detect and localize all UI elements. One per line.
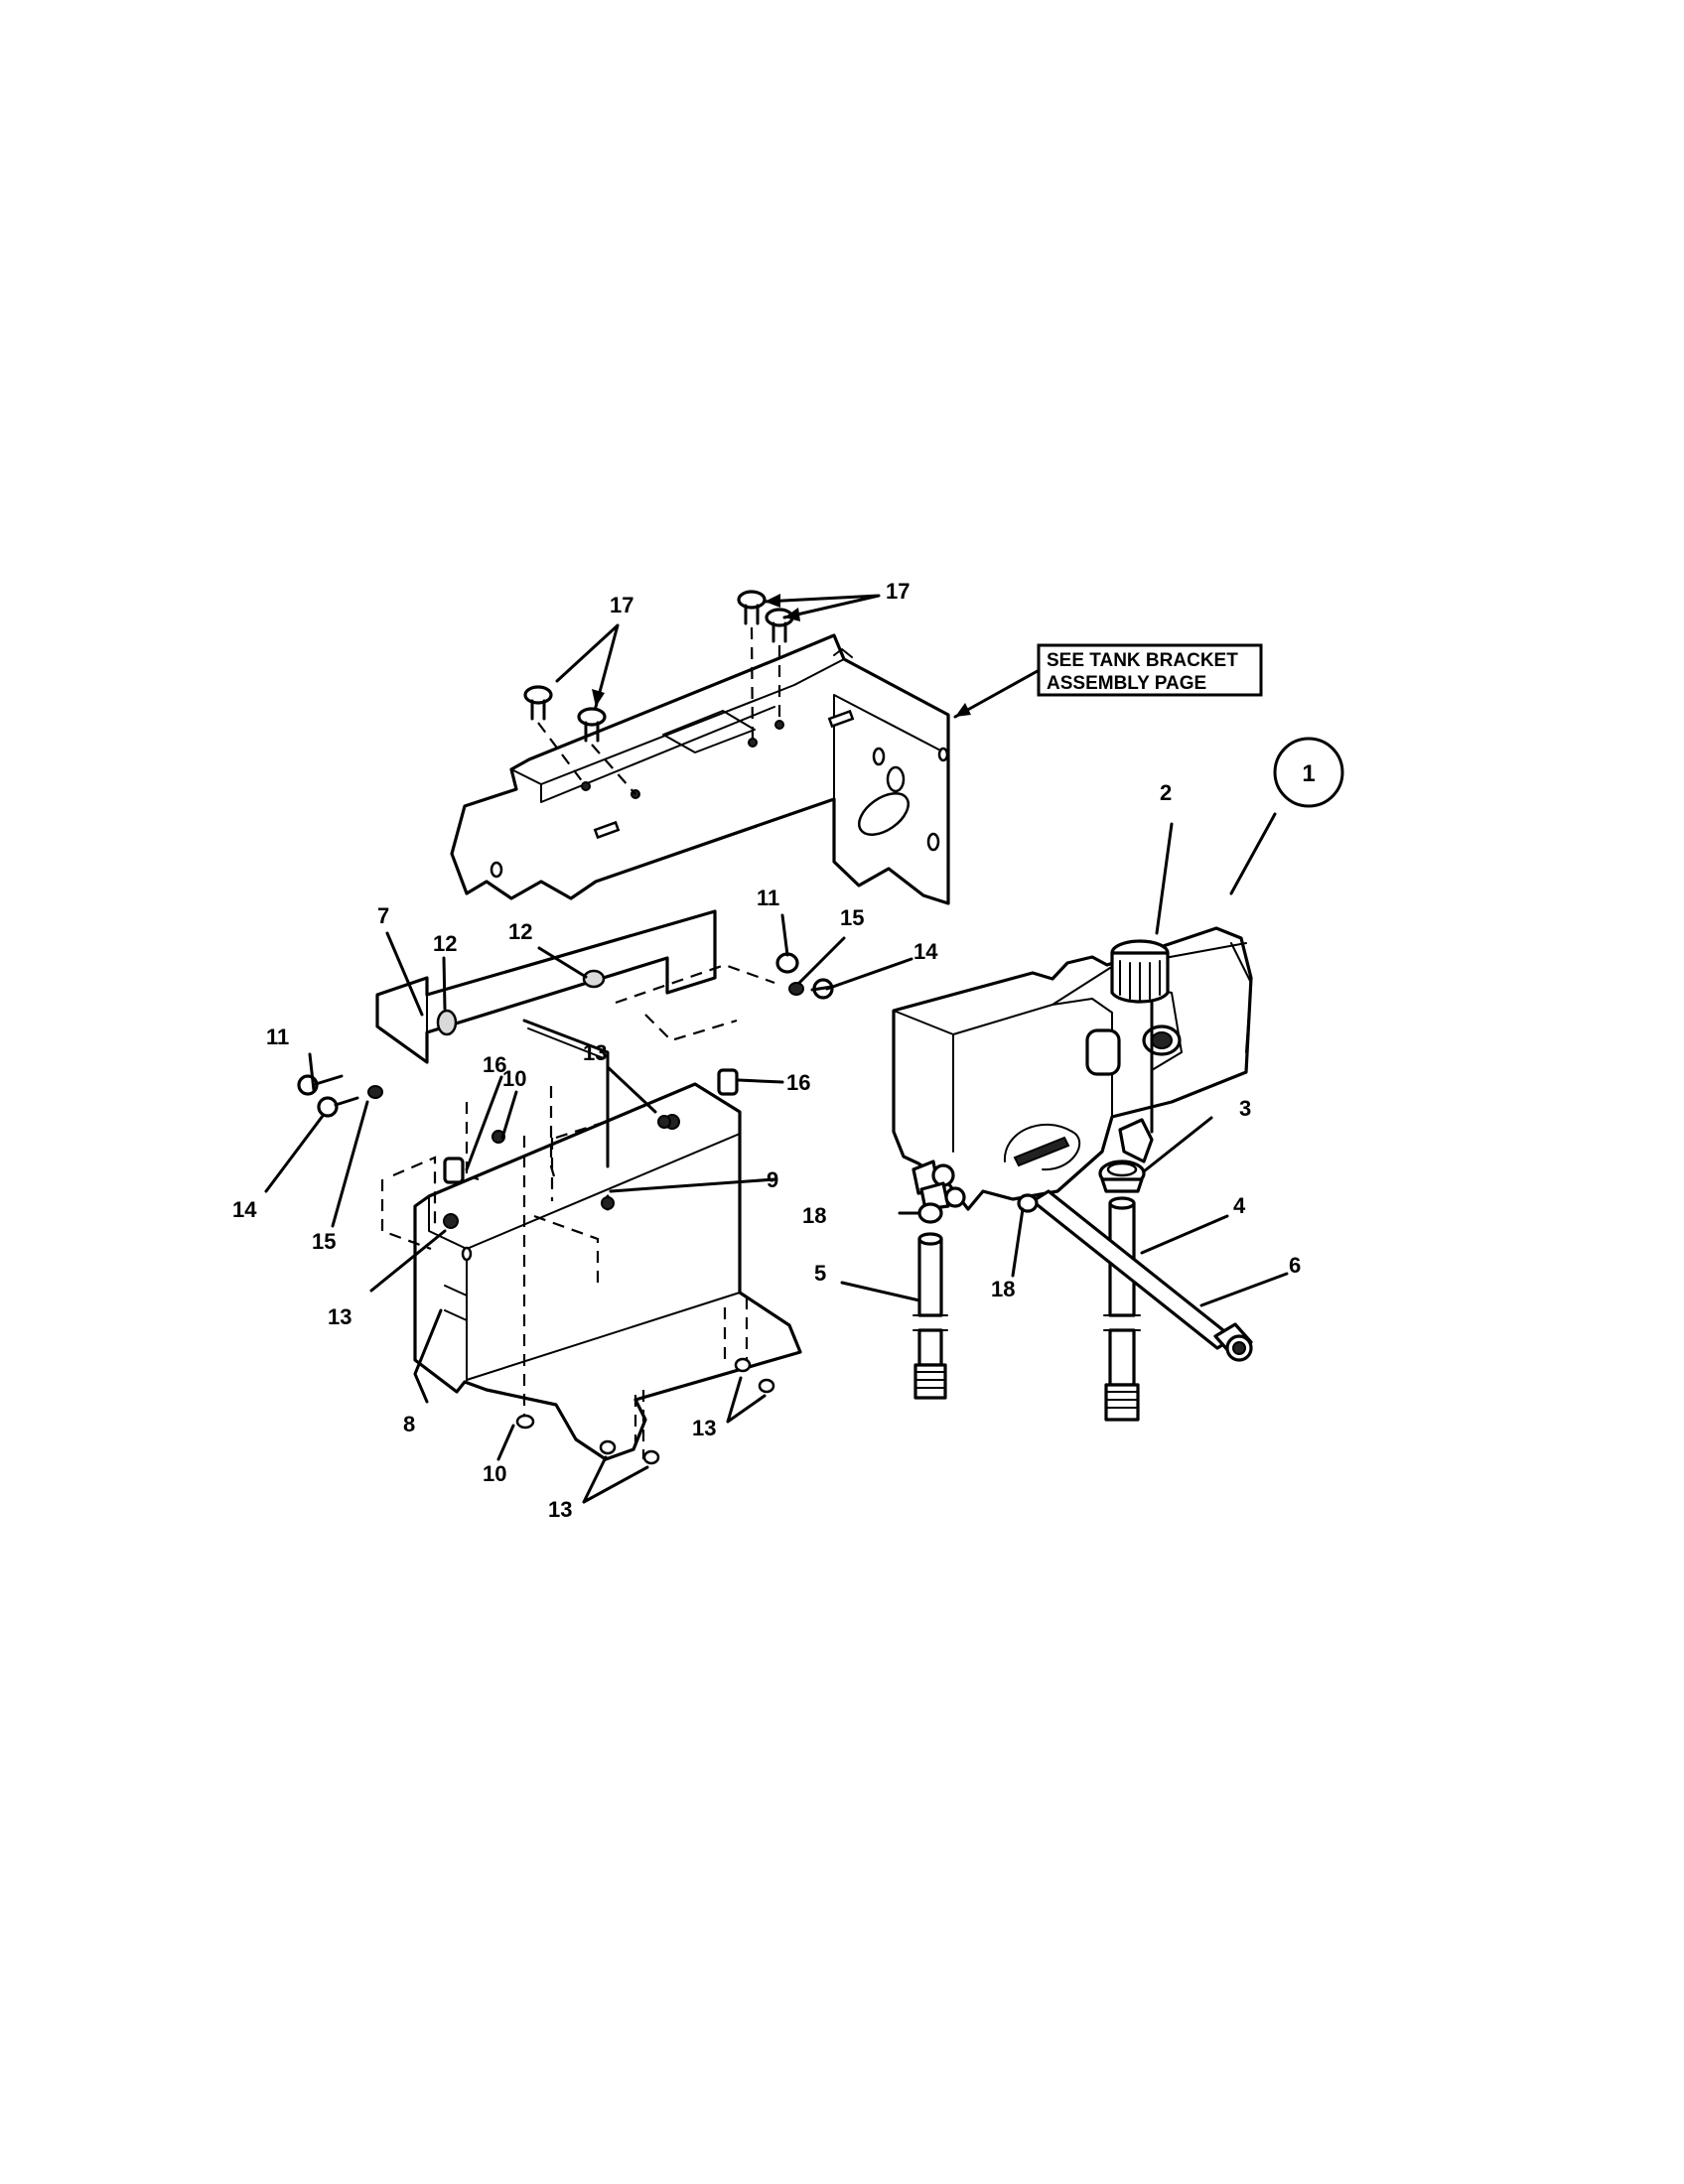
- carriage-bolt-17-a: [523, 685, 553, 721]
- nut-13-a: [599, 1439, 617, 1455]
- carriage-bolt-17-b: [577, 707, 607, 743]
- clip-16-right: [717, 1068, 739, 1096]
- nut-10-upper: [491, 1130, 505, 1144]
- callout-14-left: 14: [232, 1197, 257, 1222]
- reference-number: 1: [1302, 760, 1315, 787]
- callout-12-center: 12: [508, 919, 532, 944]
- tank-bracket: [450, 633, 950, 905]
- bolt-14-right: [810, 978, 834, 1000]
- callout-11-left: 11: [266, 1024, 289, 1049]
- assembly-dash-lines: [380, 963, 775, 1459]
- callout-16-right: 16: [786, 1070, 810, 1095]
- filler-cap-2: [1110, 939, 1170, 1004]
- callout-11-right: 11: [757, 886, 779, 910]
- base-pan-8: [413, 1082, 802, 1461]
- arrowheads: [592, 594, 971, 717]
- washer-15-right: [788, 982, 804, 996]
- bolt-11-right: [775, 952, 799, 974]
- hose-clamp-3: [1098, 1160, 1146, 1193]
- callout-labels: 17 17 2 3 4 5 6 7 8 9 10 10 11 11 12 12 …: [232, 579, 1301, 1522]
- note-box: SEE TANK BRACKET ASSEMBLY PAGE: [1037, 643, 1263, 697]
- callout-8: 8: [403, 1412, 415, 1436]
- callout-9: 9: [767, 1167, 778, 1192]
- carriage-bolt-17-c: [737, 590, 767, 625]
- leader-lines: [264, 594, 1289, 1504]
- nut-13-c: [734, 1357, 752, 1373]
- callout-17-left: 17: [610, 593, 633, 617]
- rod-9: [522, 1019, 615, 1211]
- panel-7: [375, 909, 717, 1064]
- reference-circle: 1: [1273, 737, 1344, 808]
- callout-17-right: 17: [886, 579, 910, 604]
- carriage-bolt-17-d: [765, 608, 794, 643]
- callout-13-right: 13: [692, 1416, 716, 1440]
- nut-13-d: [758, 1378, 775, 1394]
- outlet-fittings: [912, 1160, 966, 1211]
- callout-18-left: 18: [802, 1203, 826, 1228]
- callout-6: 6: [1289, 1253, 1301, 1278]
- nut-10-lower: [515, 1414, 535, 1430]
- carriage-bolt-group-17: [523, 590, 794, 795]
- hose-4: [1103, 1196, 1141, 1422]
- callout-16-left: 16: [483, 1052, 506, 1077]
- hose-6: [1031, 1189, 1253, 1362]
- callout-13-left: 13: [328, 1304, 351, 1329]
- clip-16-left: [443, 1157, 465, 1184]
- callout-12-left: 12: [433, 931, 457, 956]
- callout-3: 3: [1239, 1096, 1251, 1121]
- callout-13-top: 13: [583, 1040, 607, 1065]
- hose-5: [912, 1232, 948, 1400]
- callout-10-lower: 10: [483, 1461, 506, 1486]
- callout-10-upper: 10: [502, 1066, 526, 1091]
- callout-14-right: 14: [913, 939, 938, 964]
- nut-13-e: [657, 1115, 671, 1129]
- callout-13-bottom: 13: [548, 1497, 572, 1522]
- bolt-11-left: [297, 1074, 344, 1096]
- grommet-18-right: [1017, 1193, 1039, 1213]
- washer-15-left: [367, 1085, 383, 1099]
- callout-15-left: 15: [312, 1229, 336, 1254]
- callout-15-right: 15: [840, 905, 864, 930]
- bolt-14-left: [317, 1096, 359, 1118]
- callout-7: 7: [377, 903, 389, 928]
- callout-18-right: 18: [991, 1277, 1015, 1301]
- grommet-18-left: [917, 1202, 943, 1224]
- note-line-2: ASSEMBLY PAGE: [1047, 673, 1206, 694]
- elbow-fitting: [1118, 1118, 1154, 1163]
- hardware: [297, 952, 834, 1465]
- callout-5: 5: [814, 1261, 826, 1286]
- nut-13-b: [642, 1449, 660, 1465]
- note-line-1: SEE TANK BRACKET: [1047, 650, 1238, 671]
- callout-4: 4: [1233, 1193, 1246, 1218]
- callout-2: 2: [1160, 780, 1172, 805]
